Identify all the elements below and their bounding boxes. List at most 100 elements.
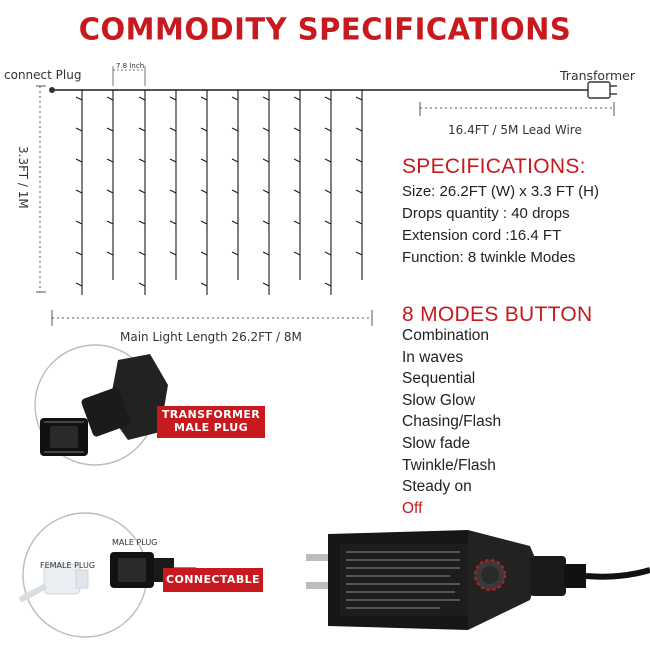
bulb-mark [231,189,239,194]
bulb-mark [75,189,83,194]
bulb-mark [200,251,208,256]
bulb-mark [293,189,301,194]
bulb-mark [200,96,208,101]
bulb-mark [138,127,146,132]
bulb-mark [75,127,83,132]
transformer-adapter [306,530,650,630]
bulb-mark [355,251,363,256]
bulb-mark [169,251,177,256]
male-plug-label: MALE PLUG [112,538,158,547]
bulb-mark [262,189,270,194]
bulb-mark [324,158,332,163]
spec-extension: Extension cord :16.4 FT [402,227,562,244]
bulb-mark [262,127,270,132]
mode-item: Steady on [402,478,472,495]
bulb-mark [75,96,83,101]
bulb-mark [106,127,114,132]
bulb-mark [169,158,177,163]
prong-icon [306,554,330,561]
spec-size: Size: 26.2FT (W) x 3.3 FT (H) [402,183,599,200]
mode-item: Twinkle/Flash [402,457,496,474]
bulb-mark [262,282,270,287]
bulb-mark [324,96,332,101]
mode-item: In waves [402,349,464,366]
mode-item: Chasing/Flash [402,413,502,430]
bulb-mark [231,96,239,101]
bulb-mark [355,127,363,132]
bulb-mark [355,96,363,101]
mode-item: Combination [402,327,490,344]
bulb-mark [293,127,301,132]
bulb-mark [200,189,208,194]
bulb-mark [106,96,114,101]
bulb-mark [106,158,114,163]
bulb-mark [138,96,146,101]
modes-heading: 8 MODES BUTTON [402,303,593,326]
bulb-mark [324,282,332,287]
cable [585,567,650,580]
bulb-mark [75,220,83,225]
height-label: 3.3FT / 1M [16,146,30,209]
transformer-male-plug-tag: TRANSFORMER MALE PLUG [157,406,265,438]
bulb-mark [262,158,270,163]
bulb-mark [355,158,363,163]
bulb-mark [231,127,239,132]
spec-function: Function: 8 twinkle Modes [402,249,576,266]
bulb-mark [169,127,177,132]
bulb-mark [262,96,270,101]
bulb-mark [262,251,270,256]
bulb-mark [200,282,208,287]
transformer-label: Transformer [560,68,636,83]
tag-line2: MALE PLUG [173,421,249,434]
bulb-mark [106,189,114,194]
bulb-mark [169,96,177,101]
mode-item-off: Off [402,500,423,517]
bulb-mark [293,158,301,163]
bulb-mark [231,158,239,163]
bulb-mark [138,158,146,163]
bulb-mark [169,220,177,225]
bulb-mark [75,251,83,256]
lead-wire-label: 16.4FT / 5M Lead Wire [448,123,582,137]
bulb-mark [231,251,239,256]
bulb-mark [231,220,239,225]
connector-illustrations [18,344,196,638]
bulb-mark [75,282,83,287]
bulb-mark [200,158,208,163]
bulb-mark [355,189,363,194]
bulb-mark [200,127,208,132]
prong-icon [306,582,330,589]
bulb-mark [169,189,177,194]
female-plug-label: FEMALE PLUG [40,561,96,570]
mode-item: Slow fade [402,435,471,452]
bulb-mark [324,127,332,132]
bulb-mark [324,189,332,194]
adapter-label-text [346,551,460,609]
bulb-mark [355,220,363,225]
bulb-mark [293,220,301,225]
main-length-label: Main Light Length 26.2FT / 8M [120,330,302,344]
female-plug-icon [18,563,89,603]
drop-spacing-label: 7.8 Inch [116,62,145,70]
bulb-mark [324,220,332,225]
bulb-mark [200,220,208,225]
bulb-mark [293,96,301,101]
light-drops [75,90,363,295]
page-title: COMMODITY SPECIFICATIONS [78,11,572,47]
connect-plug-dot [49,87,55,93]
bulb-mark [324,251,332,256]
spec-drops: Drops quantity : 40 drops [402,205,570,222]
transformer-plug-icon [580,81,617,99]
bulb-mark [138,251,146,256]
bulb-mark [138,282,146,287]
bulb-mark [138,189,146,194]
male-plug-icon [40,354,168,456]
specifications-heading: SPECIFICATIONS: [402,155,586,178]
bulb-mark [293,251,301,256]
bulb-mark [106,251,114,256]
tag-line1: TRANSFORMER [161,408,261,421]
bulb-mark [75,158,83,163]
mode-item: Slow Glow [402,392,476,409]
bulb-mark [262,220,270,225]
